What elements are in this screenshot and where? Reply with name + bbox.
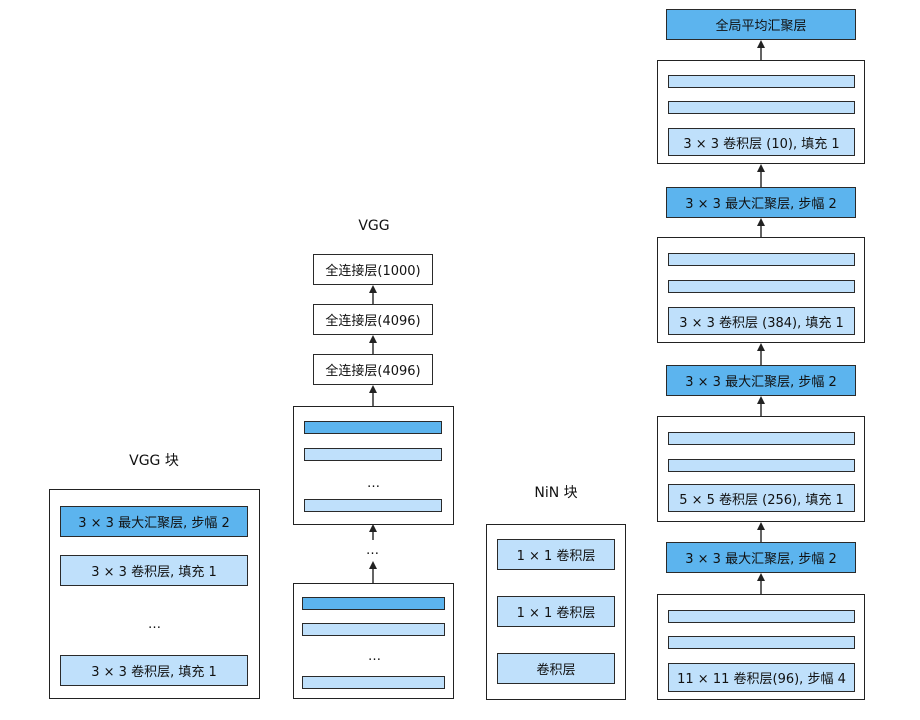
vgg-lower-conv-bar-top [302, 623, 445, 636]
nin-block-conv-layer: 卷积层 [497, 653, 615, 684]
nin-global-avg-pool-layer: 全局平均汇聚层 [666, 9, 856, 40]
nin-block-2-bar-top [668, 432, 855, 445]
vgg-block-conv-layer-top: 3 × 3 卷积层, 填充 1 [60, 555, 248, 586]
vgg-block-maxpool-layer: 3 × 3 最大汇聚层, 步幅 2 [60, 506, 248, 537]
nin-block-3-frame: 3 × 3 卷积层 (384), 填充 1 [657, 237, 865, 343]
nin-block-3-conv-layer: 3 × 3 卷积层 (384), 填充 1 [668, 307, 855, 335]
nin-maxpool-layer-3: 3 × 3 最大汇聚层, 步幅 2 [666, 187, 856, 218]
nin-block-conv1x1-middle: 1 × 1 卷积层 [497, 596, 615, 627]
vgg-lower-maxpool-bar [302, 597, 445, 610]
vgg-lower-inner-ellipsis: … [368, 649, 382, 664]
nin-block-1-frame: 11 × 11 卷积层(96), 步幅 4 [657, 594, 865, 700]
vgg-between-blocks-ellipsis: … [366, 543, 380, 558]
vgg-lower-conv-bar-bottom [302, 676, 445, 689]
nin-block-2-conv-layer: 5 × 5 卷积层 (256), 填充 1 [668, 484, 855, 512]
vgg-upper-conv-bar-bottom [304, 499, 442, 512]
vgg-fc-layer-4096-bottom: 全连接层(4096) [313, 354, 433, 385]
vgg-block-conv-layer-bottom: 3 × 3 卷积层, 填充 1 [60, 655, 248, 686]
vgg-upper-conv-bar-top [304, 448, 442, 461]
vgg-block-ellipsis: … [148, 617, 162, 632]
nin-block-4-bar-top [668, 75, 855, 88]
vgg-title: VGG [358, 218, 390, 234]
nin-block-conv1x1-top: 1 × 1 卷积层 [497, 539, 615, 570]
vgg-upper-inner-ellipsis: … [367, 476, 381, 491]
nin-block-4-bar-middle [668, 101, 855, 114]
vgg-upper-maxpool-bar [304, 421, 442, 434]
nin-block-3-bar-top [668, 253, 855, 266]
vgg-fc-layer-4096-top: 全连接层(4096) [313, 304, 433, 335]
vgg-block-title: VGG 块 [129, 453, 179, 469]
vgg-block-upper-frame: … [293, 406, 454, 525]
nin-maxpool-layer-2: 3 × 3 最大汇聚层, 步幅 2 [666, 365, 856, 396]
nin-block-2-bar-middle [668, 459, 855, 472]
nin-block-title: NiN 块 [534, 485, 578, 501]
vgg-block-frame: 3 × 3 最大汇聚层, 步幅 2 3 × 3 卷积层, 填充 1 … 3 × … [49, 489, 260, 699]
nin-maxpool-layer-1: 3 × 3 最大汇聚层, 步幅 2 [666, 542, 856, 573]
nin-block-4-conv-layer: 3 × 3 卷积层 (10), 填充 1 [668, 128, 855, 156]
nin-block-frame: 1 × 1 卷积层 1 × 1 卷积层 卷积层 [486, 524, 626, 700]
nin-block-2-frame: 5 × 5 卷积层 (256), 填充 1 [657, 416, 865, 522]
nin-block-1-bar-top [668, 610, 855, 623]
nin-block-3-bar-middle [668, 280, 855, 293]
nin-block-1-bar-middle [668, 636, 855, 649]
nin-block-1-conv-layer: 11 × 11 卷积层(96), 步幅 4 [668, 663, 855, 692]
nin-block-4-frame: 3 × 3 卷积层 (10), 填充 1 [657, 60, 865, 164]
vgg-fc-layer-1000: 全连接层(1000) [313, 254, 433, 285]
vgg-block-lower-frame: … [293, 583, 454, 699]
